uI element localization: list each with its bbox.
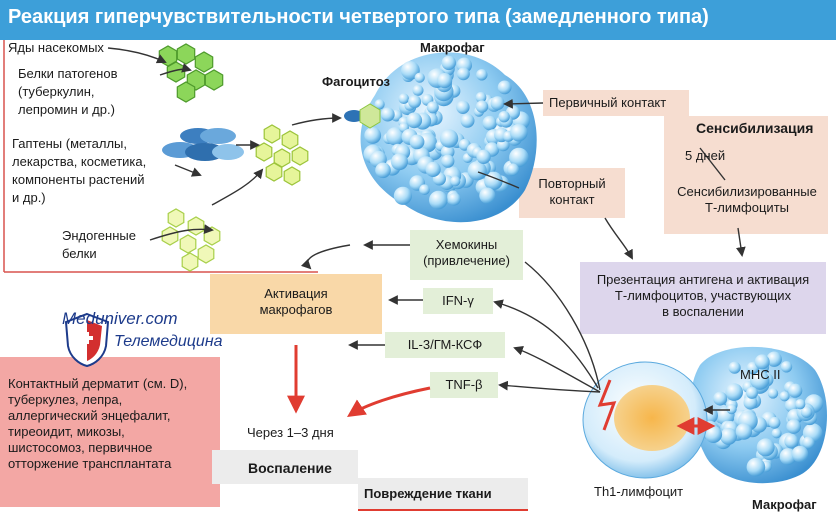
hapten-complex-icon: [255, 124, 309, 186]
phagocytosis-label: Фагоцитоз: [322, 74, 390, 89]
macrophage-2-label: Макрофаг: [752, 497, 817, 512]
diseases-line2: туберкулез, лепра,: [8, 392, 123, 407]
pathogen-proteins-line1: Белки патогенов: [18, 66, 118, 81]
repeat-contact-line2: контакт: [549, 192, 595, 207]
chemokines-label: Хемокины (привлечение): [410, 237, 523, 269]
diseases-line6: отторжение трансплантата: [8, 456, 172, 471]
primary-contact-label: Первичный контакт: [549, 95, 667, 110]
watermark-subtitle: Телемедицина: [114, 333, 223, 350]
diseases-line1: Контактный дерматит (см. D),: [8, 376, 188, 391]
sensitized-t-line2: Т-лимфоциты: [705, 200, 789, 215]
presentation-box: [580, 262, 826, 334]
chemokines-box: [410, 230, 523, 280]
tnf-label: TNF-β: [445, 377, 483, 392]
macrophage-label: Макрофаг: [420, 40, 485, 55]
activation-line1: Активация: [264, 286, 328, 301]
tnf-box: [430, 372, 498, 398]
insect-venom-antigen-icon: [158, 43, 224, 103]
pathogen-proteins-line2: (туберкулин,: [18, 84, 95, 99]
phagocytosed-antigen-icon: [344, 103, 381, 129]
sensitized-t-line1: Сенсибилизированные: [677, 184, 817, 199]
through-days-label: Через 1–3 дня: [247, 425, 334, 440]
inflammation-label: Воспаление: [248, 460, 332, 476]
diseases-line5: шистосомоз, первичное: [8, 440, 153, 455]
ifn-label: IFN-γ: [442, 293, 474, 308]
tissue-damage-box: [358, 478, 528, 510]
chemokines-line1: Хемокины: [435, 237, 498, 252]
mhc-label: MHC II: [740, 367, 781, 382]
th1-lymphocyte-cell: [582, 361, 708, 479]
sensitization-box: [664, 116, 828, 234]
activation-box: [210, 274, 382, 334]
endogenous-protein-icon: [161, 208, 221, 272]
presentation-line1: Презентация антигена и активация: [596, 272, 810, 287]
hapten-capsules-icon: [162, 128, 244, 161]
macrophage-cell: [360, 52, 537, 223]
insect-venom-label: Яды насекомых: [8, 40, 104, 55]
ifn-box: [423, 288, 493, 314]
watermark-site: Meduniver.com: [62, 309, 178, 328]
sensitized-t-label: Сенсибилизированные Т-лимфоциты: [670, 184, 824, 216]
flow-arrows: [107, 47, 746, 415]
medical-shield-icon: [64, 312, 110, 368]
diseases-line4: тиреоидит, микозы,: [8, 424, 125, 439]
sensitization-label: Сенсибилизация: [696, 120, 814, 136]
diagram-title: Реакция гиперчувствительности четвертого…: [8, 6, 709, 28]
il3-label: IL-3/ГМ-КСФ: [407, 337, 483, 352]
endogenous-line2: белки: [62, 246, 97, 261]
presentation-label: Презентация антигена и активация Т-лимфо…: [582, 272, 824, 320]
il3-box: [385, 332, 505, 358]
inflammation-box: [212, 450, 358, 484]
repeat-contact-line1: Повторный: [538, 176, 606, 191]
repeat-contact-box: [519, 168, 625, 218]
red-arrows: [287, 345, 716, 435]
five-days-label: 5 дней: [685, 148, 726, 163]
activation-label: Активация макрофагов: [210, 286, 382, 318]
diseases-line3: аллергический энцефалит,: [8, 408, 171, 423]
primary-contact-box: [543, 90, 689, 116]
title-bar: [0, 0, 836, 40]
presentation-line3: в воспалении: [662, 304, 744, 319]
th1-label: Th1-лимфоцит: [594, 484, 684, 499]
haptens-line2: лекарства, косметика,: [12, 154, 147, 169]
haptens-line3: компоненты растений: [12, 172, 145, 187]
chemokines-line2: (привлечение): [423, 253, 510, 268]
activation-line2: макрофагов: [259, 302, 333, 317]
tissue-damage-label: Повреждение ткани: [364, 486, 492, 501]
presentation-line2: Т-лимфоцитов, участвующих: [614, 288, 792, 303]
haptens-line1: Гаптены (металлы,: [12, 136, 127, 151]
haptens-line4: и др.): [12, 190, 46, 205]
pathogen-proteins-line3: лепромин и др.): [18, 102, 115, 117]
diseases-label: Контактный дерматит (см. D), туберкулез,…: [8, 376, 187, 472]
endogenous-line1: Эндогенные: [62, 228, 136, 243]
repeat-contact-label: Повторный контакт: [519, 176, 625, 208]
diseases-box: [0, 357, 220, 507]
